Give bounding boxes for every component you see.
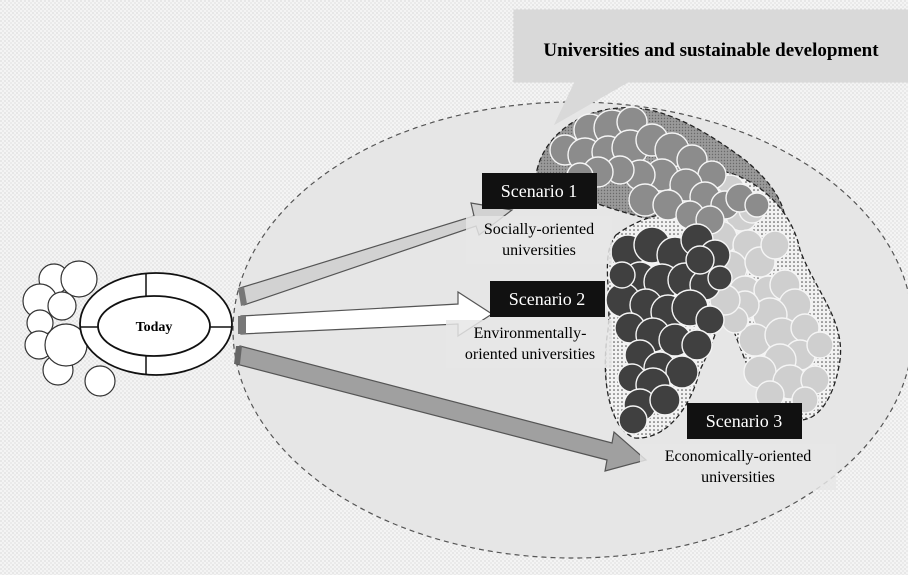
environmental-circle <box>618 405 648 435</box>
environmental-circle <box>685 245 715 275</box>
scenario-2-badge-text: Scenario 2 <box>509 289 585 309</box>
scenario-3-caption-line-2: universities <box>701 469 775 486</box>
scenario-3: Scenario 3 Economically-oriented univers… <box>640 403 836 490</box>
economic-circle <box>806 331 834 359</box>
title-text: Universities and sustainable development <box>543 40 879 61</box>
scenario-1-caption-line-1: Socially-oriented <box>484 221 594 238</box>
arrow-to-scenario-3 <box>234 345 648 472</box>
environmental-circle-cluster <box>605 223 733 435</box>
environmental-circle <box>665 355 699 389</box>
today-cluster: Today <box>22 260 233 397</box>
scenario-2-badge <box>490 281 605 317</box>
environmental-circle <box>681 329 713 361</box>
scenario-1: Scenario 1 Socially-oriented universitie… <box>466 173 612 264</box>
environmental-circle <box>608 261 636 289</box>
title-callout: Universities and sustainable development <box>513 9 908 126</box>
scenario-3-badge <box>687 403 802 439</box>
scenario-2: Scenario 2 Environmentally- oriented uni… <box>446 281 612 368</box>
scenario-2-caption-line-1: Environmentally- <box>474 325 587 342</box>
environmental-circle <box>695 305 725 335</box>
social-circle <box>744 192 770 218</box>
environmental-circle <box>707 265 733 291</box>
environmental-circle <box>649 384 681 416</box>
today-label: Today <box>136 320 173 335</box>
scenario-1-badge <box>482 173 597 209</box>
scenario-1-badge-text: Scenario 1 <box>501 181 577 201</box>
scenario-3-caption-line-1: Economically-oriented <box>665 448 812 465</box>
economic-circle <box>760 230 790 260</box>
scenario-3-badge-text: Scenario 3 <box>706 411 782 431</box>
today-inner-ellipse <box>97 295 211 357</box>
scenario-1-caption-line-2: universities <box>502 242 576 259</box>
scenario-2-caption-line-2: oriented universities <box>465 346 595 363</box>
